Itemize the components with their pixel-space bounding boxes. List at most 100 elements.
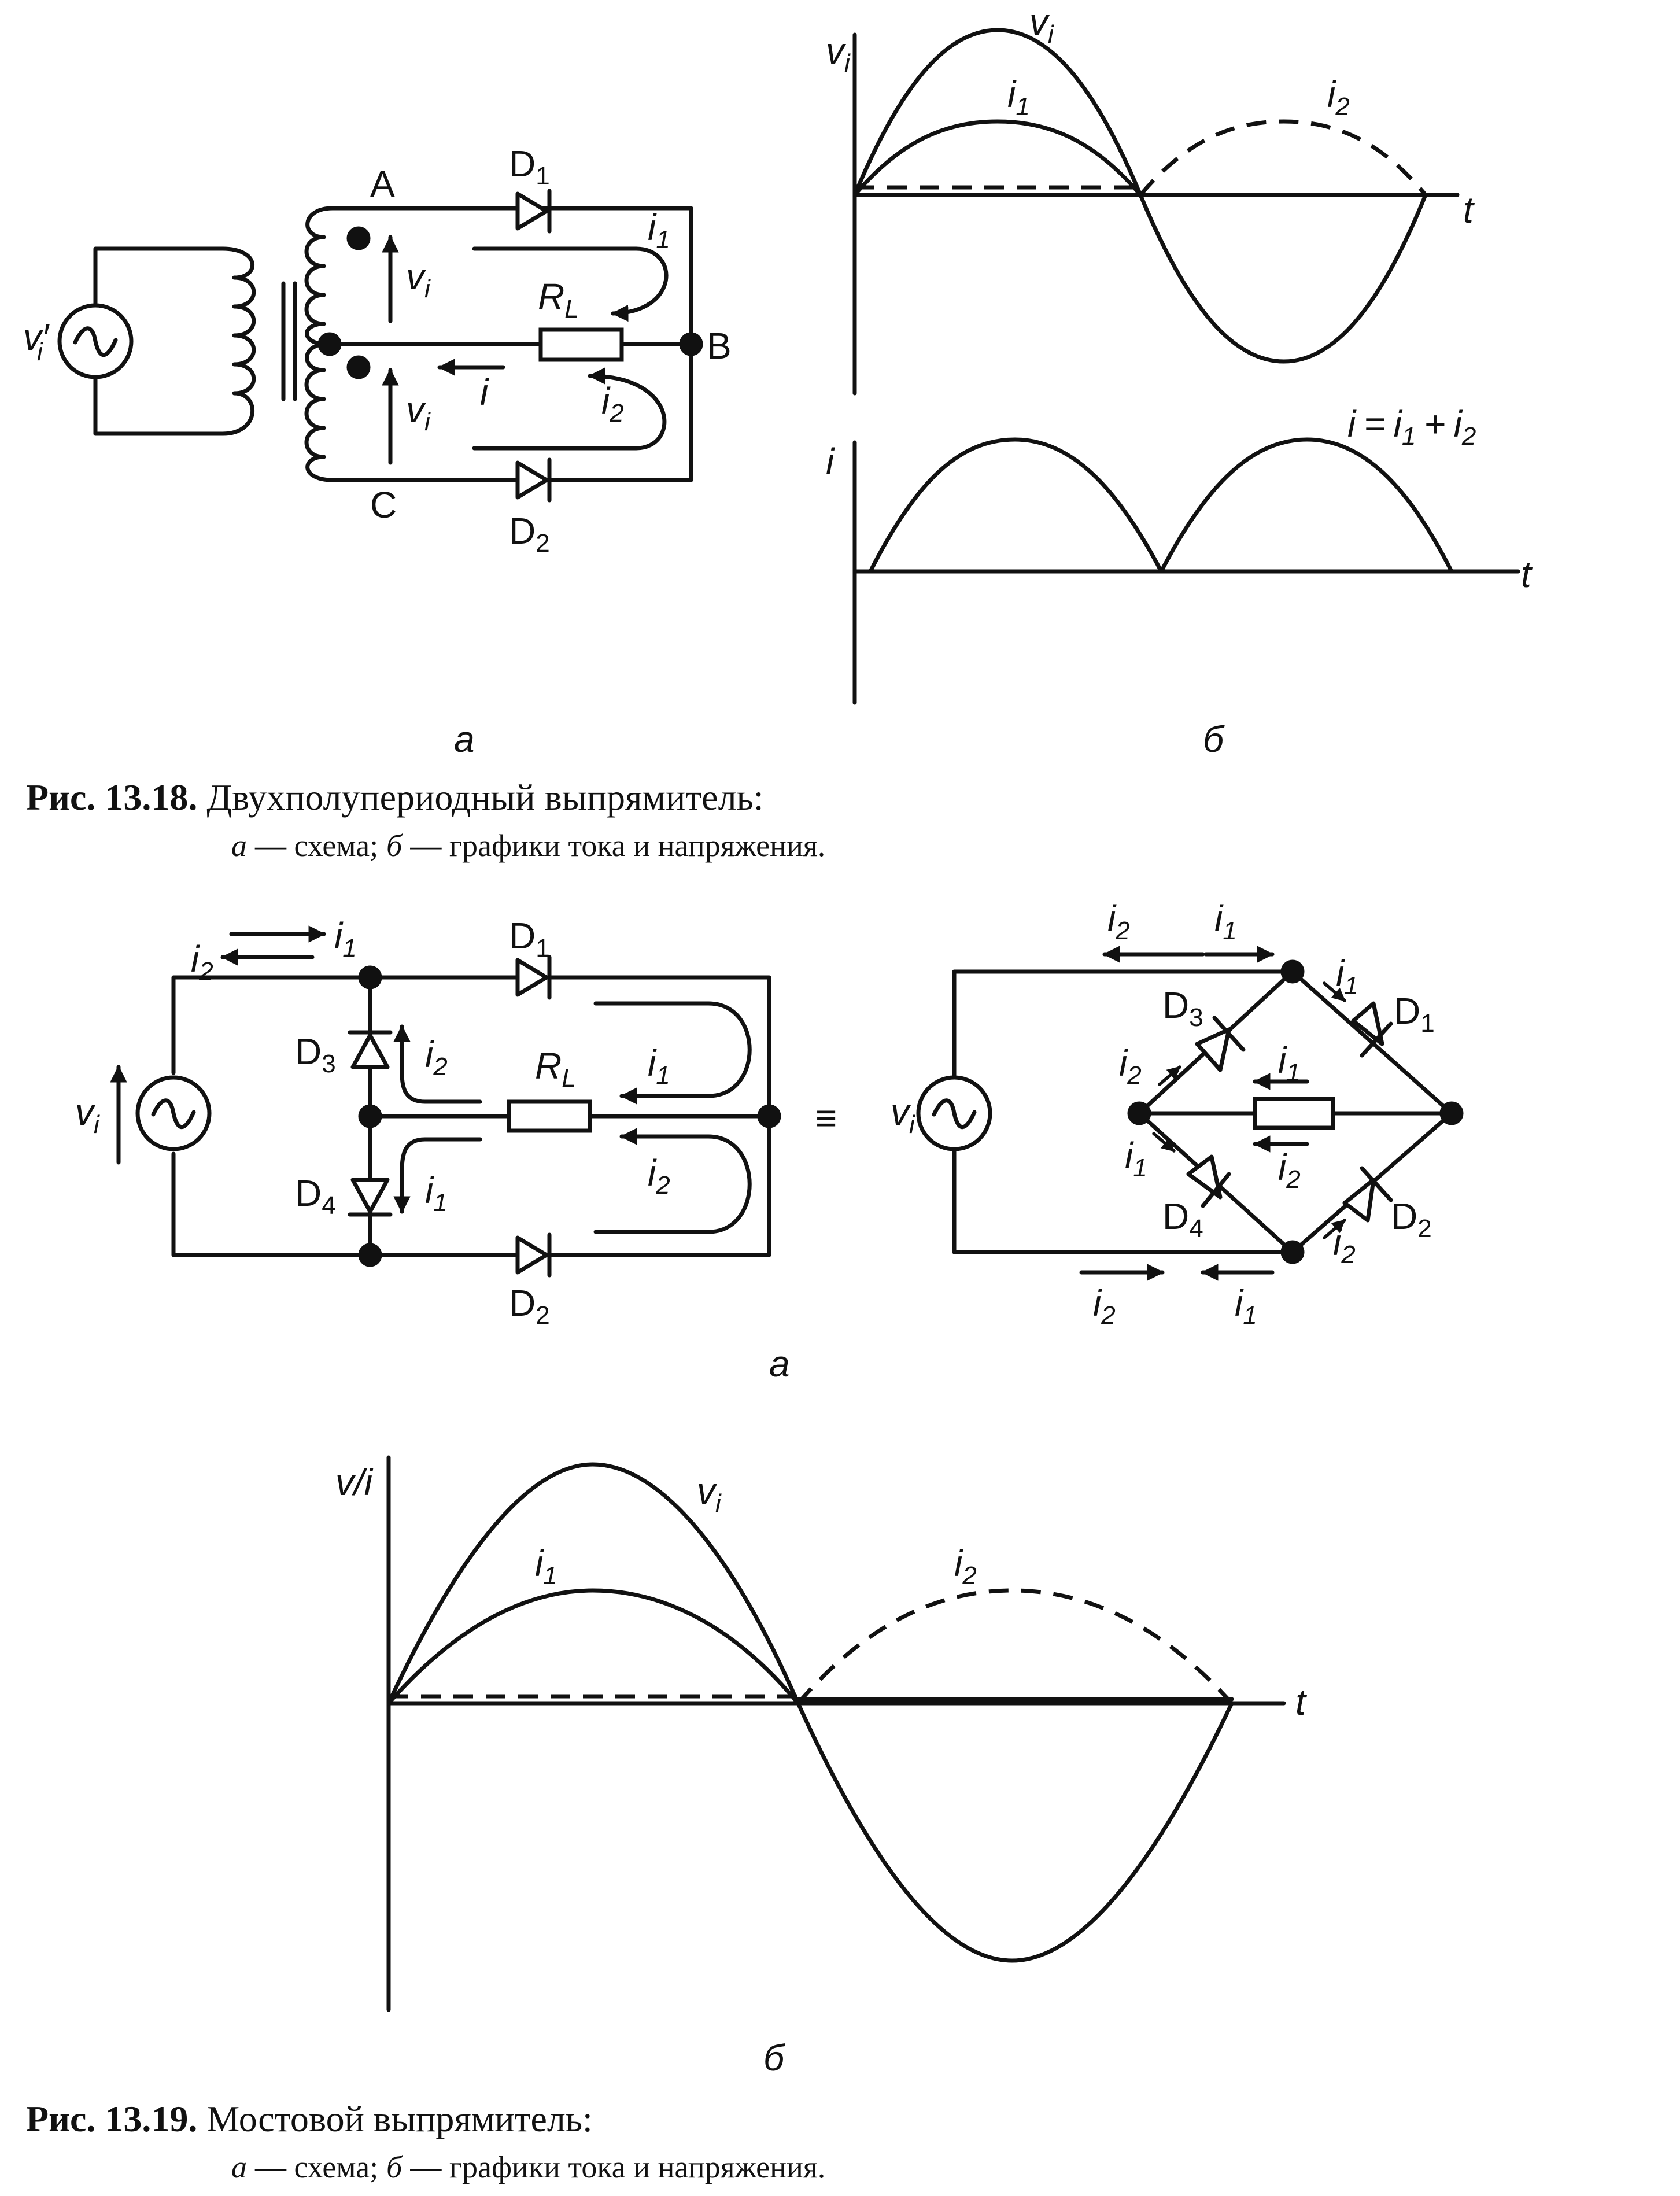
xlabel-top: t <box>1463 189 1475 231</box>
bridge-node-bottom <box>1280 1240 1305 1264</box>
resistor-rl-right <box>1253 1097 1335 1130</box>
diode-d1-left <box>515 958 549 997</box>
wire-bottom <box>330 342 693 482</box>
curve-i1-label: i1 <box>1007 73 1030 121</box>
primary-coil <box>220 246 256 436</box>
polarity-dot-bottom <box>346 355 371 379</box>
d3-right-label: D3 <box>1162 984 1203 1032</box>
fig2-graph: v/i t vi i1 i2 <box>335 1455 1307 2012</box>
rl-label: RL <box>538 276 579 323</box>
fig2-caption-line2: а— схема;б— графики тока и напряжения. <box>231 2150 825 2184</box>
i2-top-label: i2 <box>191 938 213 986</box>
d4-left-label: D4 <box>295 1172 336 1220</box>
i1-d4-loop <box>393 1137 482 1214</box>
d1-right-label: D1 <box>1394 990 1435 1038</box>
curve-i-rectified <box>868 437 1454 574</box>
d4-right-label: D4 <box>1162 1195 1203 1243</box>
ylabel-top: vi <box>826 30 851 77</box>
d2-right-label: D2 <box>1391 1195 1432 1243</box>
fig1-panel-b-label: б <box>1203 718 1225 760</box>
diode-d2-right <box>1342 1178 1376 1223</box>
i1-bottom-right-label: i1 <box>1235 1282 1257 1330</box>
diode-d4-right <box>1186 1154 1223 1200</box>
i1-label: i1 <box>648 206 670 254</box>
bridge-node-right <box>1439 1101 1464 1125</box>
fig2-panel-a-label: а <box>769 1343 790 1385</box>
vi-right-label: vi <box>891 1091 915 1139</box>
curve-vi-fig2 <box>386 1462 1234 1963</box>
fig2-caption: Рис. 13.19.Мостовой выпрямитель: а— схем… <box>26 2098 825 2184</box>
diode-d2-left <box>515 1235 549 1275</box>
rl-left-label: RL <box>535 1045 576 1093</box>
fig1-graph-top: vi t vi i1 i2 <box>826 1 1475 396</box>
resistor-rl <box>538 327 624 362</box>
node-c-label: C <box>370 484 397 526</box>
i2-d3-label: i2 <box>425 1034 448 1081</box>
left-outer-wire <box>171 975 372 1257</box>
diode-d4-left <box>350 1178 390 1214</box>
i1-loop-arrow <box>472 246 669 322</box>
i2-loop-arrow <box>472 367 667 451</box>
d3-left-label: D3 <box>295 1031 336 1078</box>
curve-i2-dashed-fig2 <box>796 1588 1234 1705</box>
xlabel-fig2: t <box>1295 1681 1307 1723</box>
equation-label: i=i1+i2 <box>1347 403 1476 451</box>
i2-d3-right-label: i2 <box>1119 1042 1142 1090</box>
equivalence-sign: ≡ <box>815 1097 837 1139</box>
i1-loop-left <box>593 1001 752 1105</box>
bridge-outer-wire <box>952 969 1295 1254</box>
sine-icon <box>73 326 118 357</box>
i2-d2-arrow <box>1323 1219 1346 1239</box>
resistor-rl-left <box>507 1099 592 1133</box>
diode-d3-right <box>1195 1027 1231 1072</box>
source-loop-wire <box>93 246 225 436</box>
sine-icon-2 <box>151 1098 196 1130</box>
fig2-circuit-right: vi i2 i1 i2 i1 D3 D1 D4 D2 i1 i2 i1 i2 i… <box>891 898 1464 1330</box>
bridge-node-top <box>1280 959 1305 984</box>
i1-d4-label: i1 <box>425 1169 448 1217</box>
node-left-top <box>358 965 382 990</box>
fig1-caption-line1: Рис. 13.18.Двухполупериодный выпрямитель… <box>26 777 763 818</box>
diode-d3-left <box>350 1033 390 1069</box>
i2-resistor-label: i2 <box>1278 1146 1301 1194</box>
i1-d1-arrow <box>1323 981 1346 1002</box>
node-b-label: B <box>707 325 732 367</box>
curve-i1 <box>852 119 1143 197</box>
diode-d2-right-bar <box>1360 1166 1393 1202</box>
source-label: v′i <box>23 316 50 366</box>
diode-d3-right-bar <box>1212 1016 1246 1052</box>
diode-d4-right-bar <box>1201 1172 1231 1208</box>
i1-d4-arrow <box>1152 1132 1176 1153</box>
node-a-label: A <box>370 163 395 205</box>
curve-i1-fig2 <box>386 1588 800 1706</box>
fig2-circuit-left: vi i1 i2 D1 D2 D3 D4 RL i1 i2 i2 i1 <box>75 915 781 1330</box>
sine-icon-3 <box>932 1098 977 1130</box>
d2-left-label: D2 <box>509 1282 550 1330</box>
i1-top-label: i1 <box>334 915 357 962</box>
i1-top-right-label: i1 <box>1214 898 1237 945</box>
vi-bottom-label: vi <box>406 389 431 436</box>
d2-label: D2 <box>509 510 550 558</box>
vi-left-label: vi <box>75 1091 100 1139</box>
polarity-dot-top <box>346 226 371 250</box>
bridge-node-left <box>1127 1101 1151 1125</box>
i2-d2-label: i2 <box>1333 1221 1356 1269</box>
fig2-panel-b-label: б <box>763 2037 785 2079</box>
i2-label: i2 <box>601 380 624 427</box>
xlabel-bottom: t <box>1521 553 1533 595</box>
diode-d2 <box>515 460 549 500</box>
i2-top-right-label: i2 <box>1107 898 1130 945</box>
fig1-graph-bottom: i t i=i1+i2 <box>826 403 1533 705</box>
node-left-mid <box>358 1104 382 1128</box>
curve-i2-dashed <box>1139 119 1427 197</box>
diode-d1 <box>515 191 549 231</box>
i2-d3-loop <box>393 1024 482 1104</box>
fig1-caption: Рис. 13.18.Двухполупериодный выпрямитель… <box>26 777 825 863</box>
diode-d1-right-bar <box>1360 1021 1393 1058</box>
wire-top <box>330 206 693 346</box>
ylabel-bottom: i <box>826 441 835 482</box>
node-b <box>679 332 703 356</box>
i1-d1-label: i1 <box>1336 953 1358 1000</box>
